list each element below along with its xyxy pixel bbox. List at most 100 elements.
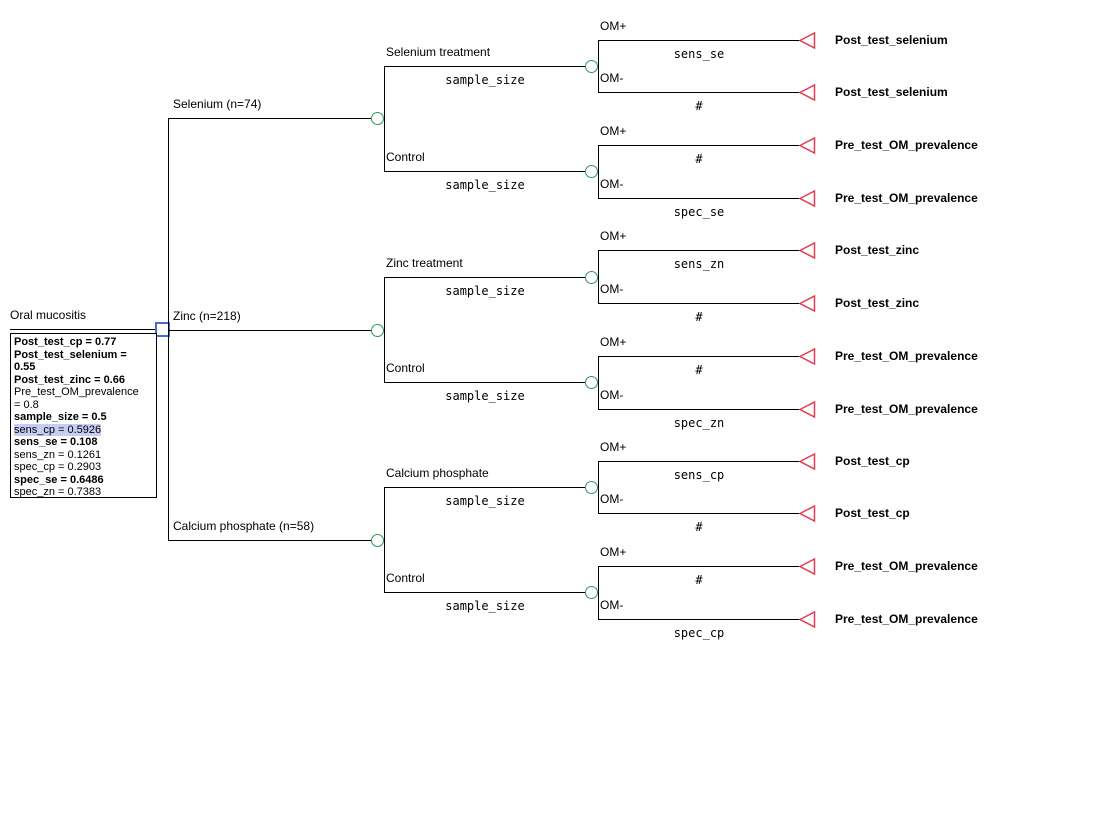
- payoff-label[interactable]: Pre_test_OM_prevalence: [835, 402, 978, 416]
- branch-line: [598, 513, 800, 514]
- branch-label-cp-control[interactable]: Control: [386, 571, 425, 585]
- probability-label[interactable]: #: [695, 363, 703, 377]
- terminal-node[interactable]: [799, 242, 816, 259]
- probability-label[interactable]: #: [695, 99, 703, 113]
- branch-label-om-plus[interactable]: OM+: [600, 229, 627, 243]
- probability-label[interactable]: spec_se: [673, 205, 725, 219]
- chance-node-cp-treatment[interactable]: [585, 481, 598, 494]
- chance-node-zinc[interactable]: [371, 324, 384, 337]
- chance-node-calcium-phosphate[interactable]: [371, 534, 384, 547]
- terminal-node[interactable]: [799, 295, 816, 312]
- branch-label-om-minus[interactable]: OM-: [600, 492, 624, 506]
- chance-node-selenium[interactable]: [371, 112, 384, 125]
- payoff-label[interactable]: Pre_test_OM_prevalence: [835, 138, 978, 152]
- probability-label[interactable]: sample_size: [445, 494, 525, 508]
- variable-row-selected[interactable]: sens_cp = 0.5926: [11, 423, 156, 437]
- variable-row[interactable]: spec_cp = 0.2903: [11, 461, 156, 474]
- branch-label-selenium[interactable]: Selenium (n=74): [173, 97, 262, 111]
- branch-label-om-minus[interactable]: OM-: [600, 598, 624, 612]
- variable-row[interactable]: sens_se = 0.108: [11, 436, 156, 449]
- root-branch-label[interactable]: Oral mucositis: [10, 308, 87, 322]
- variable-text: sens_cp = 0.5926: [14, 423, 102, 436]
- bracket-line: [384, 277, 385, 382]
- payoff-label[interactable]: Post_test_zinc: [835, 243, 920, 257]
- probability-label[interactable]: sample_size: [445, 599, 525, 613]
- terminal-node[interactable]: [799, 137, 816, 154]
- probability-label[interactable]: #: [695, 310, 703, 324]
- probability-label[interactable]: sens_cp: [673, 468, 725, 482]
- branch-line: [168, 118, 372, 119]
- payoff-label[interactable]: Post_test_cp: [835, 506, 910, 520]
- variable-row[interactable]: sample_size = 0.5: [11, 411, 156, 424]
- probability-label[interactable]: #: [695, 573, 703, 587]
- root-decision-node[interactable]: [155, 322, 170, 337]
- branch-label-selenium-control[interactable]: Control: [386, 150, 425, 164]
- probability-label[interactable]: sens_se: [673, 47, 725, 61]
- probability-label[interactable]: sample_size: [445, 284, 525, 298]
- bracket-line: [598, 356, 599, 409]
- branch-label-om-plus[interactable]: OM+: [600, 19, 627, 33]
- terminal-node[interactable]: [799, 401, 816, 418]
- variable-text: Post_test_selenium =: [14, 348, 127, 361]
- probability-label[interactable]: spec_zn: [673, 416, 725, 430]
- probability-label[interactable]: sample_size: [445, 178, 525, 192]
- variable-text: spec_zn = 0.7383: [14, 486, 102, 498]
- branch-label-om-plus[interactable]: OM+: [600, 335, 627, 349]
- branch-label-om-minus[interactable]: OM-: [600, 177, 624, 191]
- terminal-node[interactable]: [799, 505, 816, 522]
- variable-row[interactable]: spec_zn = 0.7383: [11, 486, 156, 499]
- branch-label-zinc-treatment[interactable]: Zinc treatment: [386, 256, 463, 270]
- branch-line: [598, 566, 800, 567]
- terminal-node[interactable]: [799, 190, 816, 207]
- terminal-node[interactable]: [799, 611, 816, 628]
- payoff-label[interactable]: Pre_test_OM_prevalence: [835, 349, 978, 363]
- variable-row[interactable]: spec_se = 0.6486: [11, 474, 156, 487]
- branch-line: [598, 198, 800, 199]
- terminal-node[interactable]: [799, 453, 816, 470]
- terminal-node[interactable]: [799, 348, 816, 365]
- probability-label[interactable]: sample_size: [445, 389, 525, 403]
- root-branch-line: [10, 329, 155, 330]
- branch-label-zinc[interactable]: Zinc (n=218): [173, 309, 241, 323]
- variable-row[interactable]: 0.55: [11, 361, 156, 374]
- terminal-node[interactable]: [799, 32, 816, 49]
- payoff-label[interactable]: Pre_test_OM_prevalence: [835, 612, 978, 626]
- chance-node-zinc-control[interactable]: [585, 376, 598, 389]
- variable-row[interactable]: Pre_test_OM_prevalence: [11, 386, 156, 399]
- branch-line: [384, 382, 585, 383]
- payoff-label[interactable]: Post_test_zinc: [835, 296, 920, 310]
- probability-label[interactable]: #: [695, 152, 703, 166]
- payoff-label[interactable]: Post_test_selenium: [835, 33, 948, 47]
- payoff-label[interactable]: Post_test_selenium: [835, 85, 948, 99]
- chance-node-selenium-control[interactable]: [585, 165, 598, 178]
- branch-label-om-plus[interactable]: OM+: [600, 545, 627, 559]
- branch-label-om-plus[interactable]: OM+: [600, 440, 627, 454]
- chance-node-selenium-treatment[interactable]: [585, 60, 598, 73]
- variable-row[interactable]: = 0.8: [11, 399, 156, 412]
- branch-label-calcium-phosphate[interactable]: Calcium phosphate (n=58): [173, 519, 315, 533]
- bracket-line: [598, 145, 599, 198]
- variable-text: Post_test_cp = 0.77: [14, 336, 117, 348]
- terminal-node[interactable]: [799, 558, 816, 575]
- probability-label[interactable]: spec_cp: [673, 626, 725, 640]
- payoff-label[interactable]: Post_test_cp: [835, 454, 910, 468]
- chance-node-cp-control[interactable]: [585, 586, 598, 599]
- branch-label-om-minus[interactable]: OM-: [600, 282, 624, 296]
- branch-label-om-minus[interactable]: OM-: [600, 388, 624, 402]
- variable-row[interactable]: Post_test_cp = 0.77: [11, 336, 156, 349]
- variable-row[interactable]: Post_test_zinc = 0.66: [11, 374, 156, 387]
- probability-label[interactable]: sample_size: [445, 73, 525, 87]
- payoff-label[interactable]: Pre_test_OM_prevalence: [835, 559, 978, 573]
- chance-node-zinc-treatment[interactable]: [585, 271, 598, 284]
- variable-row[interactable]: sens_zn = 0.1261: [11, 449, 156, 462]
- variable-row[interactable]: Post_test_selenium =: [11, 349, 156, 362]
- branch-label-om-plus[interactable]: OM+: [600, 124, 627, 138]
- branch-label-zinc-control[interactable]: Control: [386, 361, 425, 375]
- payoff-label[interactable]: Pre_test_OM_prevalence: [835, 191, 978, 205]
- probability-label[interactable]: sens_zn: [673, 257, 725, 271]
- probability-label[interactable]: #: [695, 520, 703, 534]
- branch-label-cp-treatment[interactable]: Calcium phosphate: [386, 466, 489, 480]
- branch-label-selenium-treatment[interactable]: Selenium treatment: [386, 45, 491, 59]
- terminal-node[interactable]: [799, 84, 816, 101]
- branch-label-om-minus[interactable]: OM-: [600, 71, 624, 85]
